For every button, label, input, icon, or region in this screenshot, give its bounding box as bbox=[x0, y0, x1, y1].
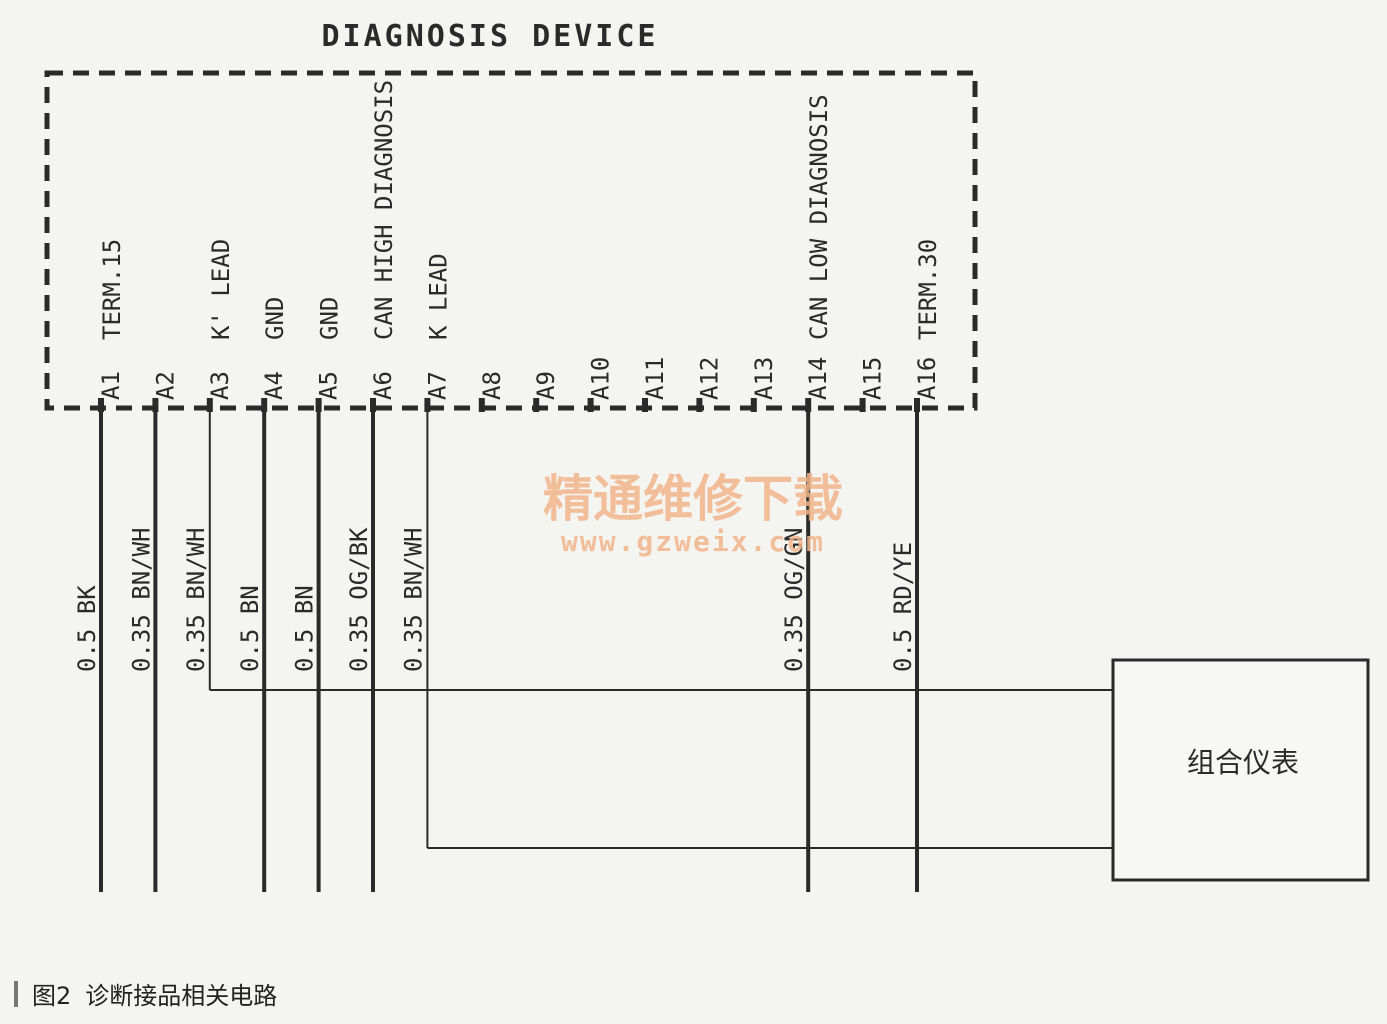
pin-terminal-a9 bbox=[533, 398, 540, 412]
watermark-url: www.gzweix.com bbox=[561, 525, 825, 558]
instrument-cluster-box bbox=[1111, 658, 1370, 882]
pin-label-a16: A16 bbox=[913, 357, 941, 400]
pin-terminal-a16 bbox=[914, 398, 920, 412]
pin-label-a4: A4 bbox=[260, 371, 288, 400]
pin-terminal-a6 bbox=[370, 398, 376, 412]
device-title: DIAGNOSIS DEVICE bbox=[322, 19, 659, 54]
pin-terminal-a12 bbox=[696, 398, 703, 412]
wire-spec-a4: 0.5 BN bbox=[236, 585, 264, 672]
wire-spec-a3: 0.35 BN/WH bbox=[182, 528, 210, 673]
wire-spec-a7: 0.35 BN/WH bbox=[399, 528, 427, 673]
pin-terminal-a2 bbox=[152, 398, 159, 412]
pin-terminal-a11 bbox=[642, 398, 648, 412]
wire-spec-a16: 0.5 RD/YE bbox=[889, 542, 917, 672]
wire-spec-a1: 0.5 BK bbox=[73, 585, 101, 672]
pin-terminal-a5 bbox=[315, 398, 322, 412]
pin-label-a15: A15 bbox=[859, 357, 887, 400]
pin-terminal-a10 bbox=[587, 398, 594, 412]
wire-spec-a5: 0.5 BN bbox=[291, 585, 319, 672]
caption-marker bbox=[14, 980, 18, 1007]
pin-terminal-a15 bbox=[859, 398, 866, 412]
pin-label-a13: A13 bbox=[750, 357, 778, 400]
pin-terminal-a8 bbox=[478, 398, 485, 412]
watermark-title: 精通维修下载 bbox=[543, 470, 843, 528]
wire-spec-a2: 0.35 BN/WH bbox=[127, 528, 155, 673]
pin-terminal-a7 bbox=[424, 398, 431, 412]
pin-label-a7: A7 bbox=[423, 371, 451, 400]
pin-label-a5: A5 bbox=[315, 371, 343, 400]
wire-spec-a14: 0.35 OG/GN bbox=[780, 528, 808, 673]
figure-caption: 图2 诊断接品相关电路 bbox=[14, 976, 277, 1011]
pin-label-a6: A6 bbox=[369, 371, 397, 400]
pin-label-a1: A1 bbox=[97, 371, 125, 400]
pin-signal-a4: GND bbox=[261, 297, 289, 340]
pin-terminal-a4 bbox=[261, 398, 268, 412]
pin-label-a3: A3 bbox=[206, 371, 234, 400]
pin-label-a12: A12 bbox=[695, 357, 723, 400]
pin-label-a14: A14 bbox=[804, 357, 832, 400]
pin-label-a8: A8 bbox=[478, 371, 506, 400]
pin-terminal-a14 bbox=[805, 398, 812, 412]
pin-label-a10: A10 bbox=[587, 357, 615, 400]
diagnosis-device-box bbox=[44, 70, 978, 411]
pin-signal-a14: CAN LOW DIAGNOSIS bbox=[805, 94, 833, 340]
caption-text: 诊断接品相关电路 bbox=[85, 982, 278, 1010]
pin-label-a11: A11 bbox=[641, 357, 669, 400]
pin-signal-a1: TERM.15 bbox=[98, 239, 126, 340]
pin-signal-a3: K' LEAD bbox=[207, 239, 235, 340]
wire-spec-a6: 0.35 OG/BK bbox=[345, 527, 373, 672]
pin-signal-a6: CAN HIGH DIAGNOSIS bbox=[370, 80, 398, 340]
pin-label-a9: A9 bbox=[532, 371, 560, 400]
instrument-cluster-label: 组合仪表 bbox=[1187, 746, 1299, 779]
pin-signal-a7: K LEAD bbox=[424, 253, 452, 340]
pin-terminal-a13 bbox=[750, 398, 757, 412]
pin-signal-a5: GND bbox=[316, 297, 344, 340]
pin-signal-a16: TERM.30 bbox=[914, 239, 942, 340]
pin-terminal-a1 bbox=[98, 398, 104, 412]
pin-terminal-a3 bbox=[206, 398, 213, 412]
caption-figure-number: 图2 bbox=[32, 982, 72, 1010]
wires-layer: 0.5 BK 0.35 BN/WH 0.35 BN/WH 0.5 BN 0.5 BN 0.… bbox=[73, 412, 1113, 892]
pin-label-a2: A2 bbox=[151, 371, 179, 400]
